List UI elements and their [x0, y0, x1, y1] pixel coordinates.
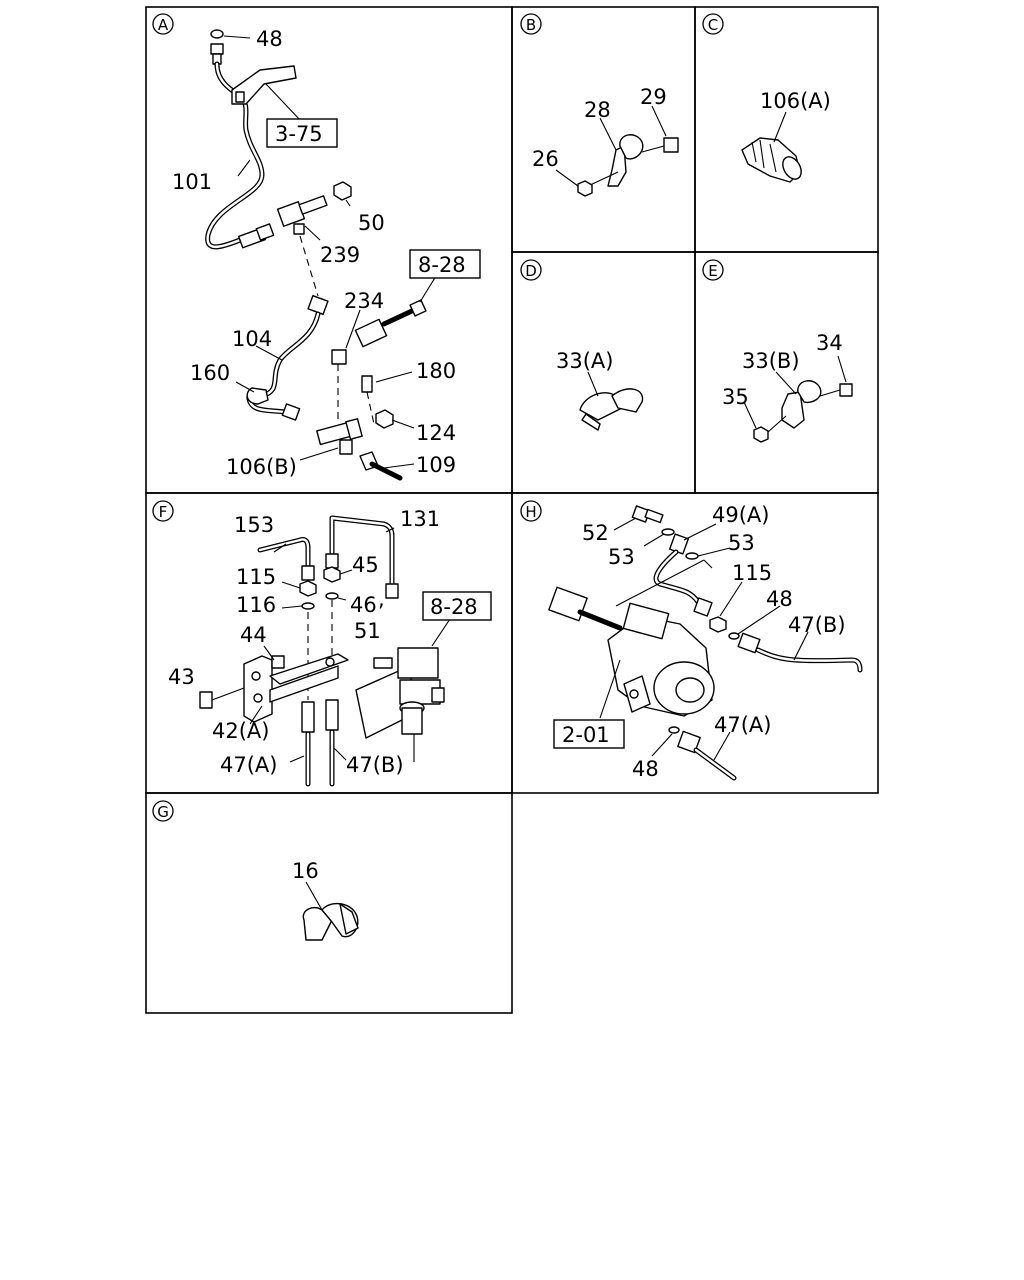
label-131: 131 [400, 507, 440, 531]
label-48-right: 48 [766, 587, 793, 611]
label-53-left: 53 [608, 545, 635, 569]
label-33b: 33(B) [742, 349, 800, 373]
label-47a-h: 47(A) [714, 713, 771, 737]
label-106b: 106(B) [226, 455, 297, 479]
section-marker-e: E [702, 259, 724, 281]
label-116: 116 [236, 593, 276, 617]
panel-frames [145, 6, 879, 1014]
label-34: 34 [816, 331, 843, 355]
ref-box-8-28-f [422, 591, 492, 621]
label-47a-f: 47(A) [220, 753, 277, 777]
label-3-75: 3-75 [275, 122, 323, 146]
svg-text:D: D [525, 262, 537, 280]
panel-g-frame [145, 792, 513, 1014]
panel-g-drawing: 16 [292, 859, 359, 941]
panel-h-frame [511, 492, 879, 794]
svg-text:G: G [157, 803, 169, 821]
label-28: 28 [584, 98, 611, 122]
section-marker-d: D [520, 259, 542, 281]
label-2-01: 2-01 [562, 723, 610, 747]
label-comma: , [378, 587, 385, 611]
section-marker-h: H [520, 500, 542, 522]
panel-c-drawing: 106(A) [741, 89, 831, 183]
label-124: 124 [416, 421, 456, 445]
label-46: 46 [350, 593, 377, 617]
label-160: 160 [190, 361, 230, 385]
label-47b-h: 47(B) [788, 613, 846, 637]
label-109: 109 [416, 453, 456, 477]
section-marker-a: A [152, 13, 174, 35]
label-101: 101 [172, 170, 212, 194]
section-marker-b: B [520, 13, 542, 35]
section-marker-f: F [152, 500, 174, 522]
label-29: 29 [640, 85, 667, 109]
label-8-28-a: 8-28 [418, 253, 466, 277]
label-51: 51 [354, 619, 381, 643]
label-234: 234 [344, 289, 384, 313]
label-53-right: 53 [728, 531, 755, 555]
panel-e-drawing: 34 33(B) 35 [722, 331, 853, 443]
label-104: 104 [232, 327, 272, 351]
section-marker-c: C [702, 13, 724, 35]
label-33a: 33(A) [556, 349, 613, 373]
label-35: 35 [722, 385, 749, 409]
panel-f-frame [145, 492, 513, 794]
label-180: 180 [416, 359, 456, 383]
panel-b-drawing: 29 28 26 [532, 85, 679, 197]
label-52: 52 [582, 521, 609, 545]
svg-text:A: A [158, 16, 169, 34]
label-49a: 49(A) [712, 503, 769, 527]
ref-box-8-28-a [409, 249, 481, 279]
svg-text:C: C [708, 16, 718, 34]
label-26: 26 [532, 147, 559, 171]
panel-c-frame [694, 6, 879, 253]
label-8-28-f: 8-28 [430, 595, 478, 619]
svg-text:E: E [708, 262, 717, 280]
label-45: 45 [352, 553, 379, 577]
panel-f-drawing: 153 131 45 115 116 46 , 51 8-28 44 43 42… [168, 507, 492, 787]
label-115-h: 115 [732, 561, 772, 585]
svg-text:B: B [526, 16, 536, 34]
label-50: 50 [358, 211, 385, 235]
panel-b-frame [511, 6, 696, 253]
label-153: 153 [234, 513, 274, 537]
ref-box-3-75 [266, 118, 338, 148]
section-marker-g: G [152, 800, 174, 822]
label-16: 16 [292, 859, 319, 883]
label-239: 239 [320, 243, 360, 267]
label-48-bottom: 48 [632, 757, 659, 781]
label-106a: 106(A) [760, 89, 831, 113]
panel-h-drawing: 52 49(A) 53 53 115 48 47(B) 2-01 47(A) 4… [548, 503, 863, 781]
label-48: 48 [256, 27, 283, 51]
panel-a-drawing: 48 3-75 101 50 239 8-28 234 104 160 180 … [172, 27, 481, 481]
label-47b-f: 47(B) [346, 753, 404, 777]
panel-d-drawing: 33(A) [556, 349, 644, 431]
label-44: 44 [240, 623, 267, 647]
label-43: 43 [168, 665, 195, 689]
svg-text:F: F [159, 503, 168, 521]
svg-text:H: H [525, 503, 536, 521]
label-115-f: 115 [236, 565, 276, 589]
label-42a: 42(A) [212, 719, 269, 743]
section-markers: A B C D E F H G [152, 13, 724, 822]
ref-box-2-01 [553, 719, 625, 749]
